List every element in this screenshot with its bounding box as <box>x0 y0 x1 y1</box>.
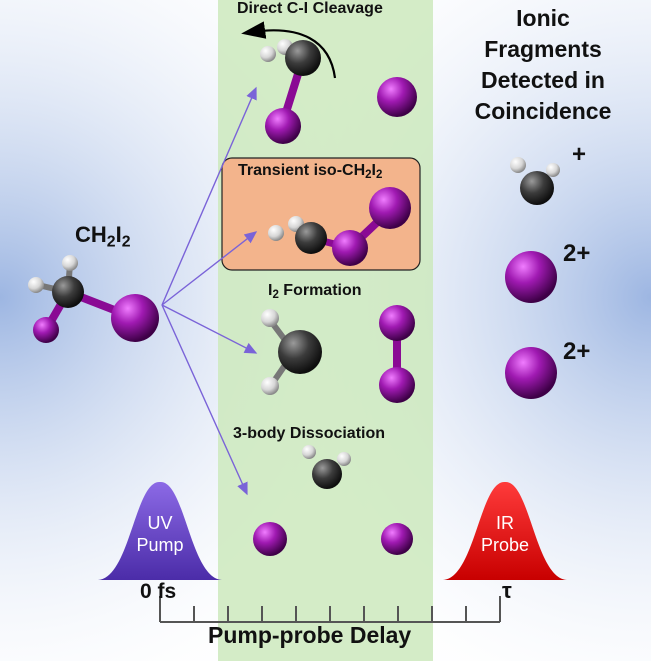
i2-formation-title: I2 Formation <box>268 282 362 302</box>
direct-ch2i-fragment <box>260 39 321 144</box>
arrow-3body <box>161 304 248 496</box>
time-tau-label: τ <box>502 578 512 603</box>
rotation-arrow <box>241 21 337 79</box>
three-body-iodine-2 <box>381 523 413 555</box>
parent-formula: CH2I2 <box>75 222 131 251</box>
i2-formation-products <box>261 305 415 403</box>
transient-iso-molecule <box>268 187 411 266</box>
ch2-charge: + <box>572 141 587 168</box>
transient-box <box>221 157 421 271</box>
direct-cleavage-title: Direct C-I Cleavage <box>237 0 383 17</box>
arrow-i2 <box>161 304 258 354</box>
uv-pump-pulse <box>98 481 222 580</box>
three-body-ch2 <box>302 445 351 489</box>
iodine-ion-2 <box>505 347 557 399</box>
time-zero-label: 0 fs <box>140 580 177 603</box>
iodine-charge-2: 2+ <box>563 338 591 365</box>
axis-label: Pump-probe Delay <box>208 622 412 648</box>
iodine-ion-1 <box>505 251 557 303</box>
three-body-title: 3-body Dissociation <box>233 425 386 442</box>
time-axis <box>159 596 501 623</box>
arrow-direct <box>161 86 257 306</box>
ch2-ion <box>510 157 560 205</box>
three-body-iodine-1 <box>253 522 287 556</box>
ionic-fragments-title: Ionic Fragments Detected in Coincidence <box>474 5 612 124</box>
ir-probe-pulse <box>443 481 567 580</box>
arrow-transient <box>161 231 258 306</box>
iodine-charge-1: 2+ <box>563 240 591 267</box>
direct-iodine-atom <box>377 77 417 117</box>
parent-molecule <box>28 255 159 343</box>
transient-title: Transient iso-CH2I2 <box>238 162 383 182</box>
